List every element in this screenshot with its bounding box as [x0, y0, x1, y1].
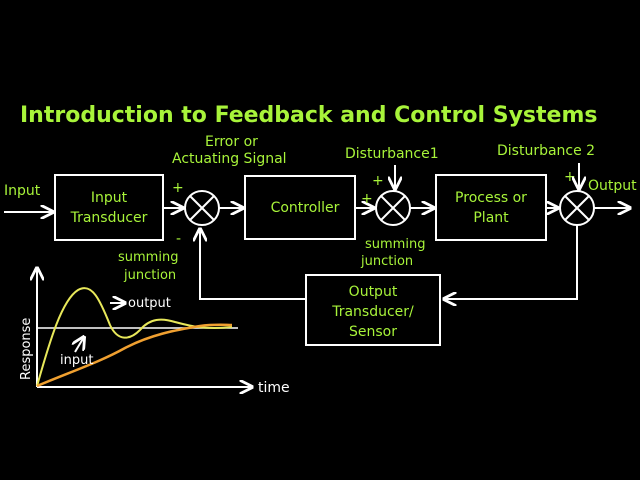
summing-junction-1-label-1: summing: [118, 250, 178, 265]
minus-sign-1: -: [176, 231, 181, 247]
summing-junction-2-label-2: junction: [360, 254, 413, 269]
plus-sign-1: +: [172, 180, 184, 196]
summing-junction-1: [184, 190, 220, 226]
output-curve-label: output: [128, 296, 171, 311]
feedback-to-sum-arrow: [200, 229, 306, 300]
process-label-2: Plant: [473, 210, 509, 226]
response-graph: Response time output input: [19, 268, 290, 396]
process-label-1: Process or: [455, 190, 527, 206]
sensor-block: [305, 274, 441, 346]
output-curve: [36, 287, 233, 387]
disturbance1-label: Disturbance1: [345, 146, 439, 162]
input-transducer-label-2: Transducer: [70, 210, 148, 226]
sensor-label-3: Sensor: [349, 324, 397, 340]
summing-junction-2: [375, 190, 411, 226]
summing-junction-3: [559, 190, 595, 226]
summing-junction-1-label-2: junction: [123, 268, 176, 283]
plus-sign-2a: +: [361, 191, 373, 207]
controller-label: Controller: [271, 200, 340, 216]
process-plant-block: [435, 174, 547, 241]
input-label: Input: [4, 183, 41, 199]
input-transducer-block: [54, 174, 164, 241]
x-axis-label: time: [258, 380, 290, 396]
input-curve: [36, 323, 233, 388]
page-title: Introduction to Feedback and Control Sys…: [20, 103, 597, 128]
output-label: Output: [588, 178, 637, 194]
disturbance2-label: Disturbance 2: [497, 143, 595, 159]
sensor-label-2: Transducer/: [331, 304, 414, 320]
input-curve-label: input: [60, 353, 93, 368]
input-transducer-label-1: Input: [91, 190, 128, 206]
sensor-label-1: Output: [349, 284, 398, 300]
y-axis-label: Response: [19, 318, 34, 380]
plus-sign-2b: +: [372, 173, 384, 189]
error-label-2: Actuating Signal: [172, 151, 287, 167]
plus-sign-3: +: [564, 169, 576, 185]
error-label-1: Error or: [205, 134, 258, 150]
summing-junction-2-label-1: summing: [365, 237, 425, 252]
feedback-to-sensor-arrow: [444, 225, 578, 299]
input-pointer-arrow: [75, 337, 84, 353]
